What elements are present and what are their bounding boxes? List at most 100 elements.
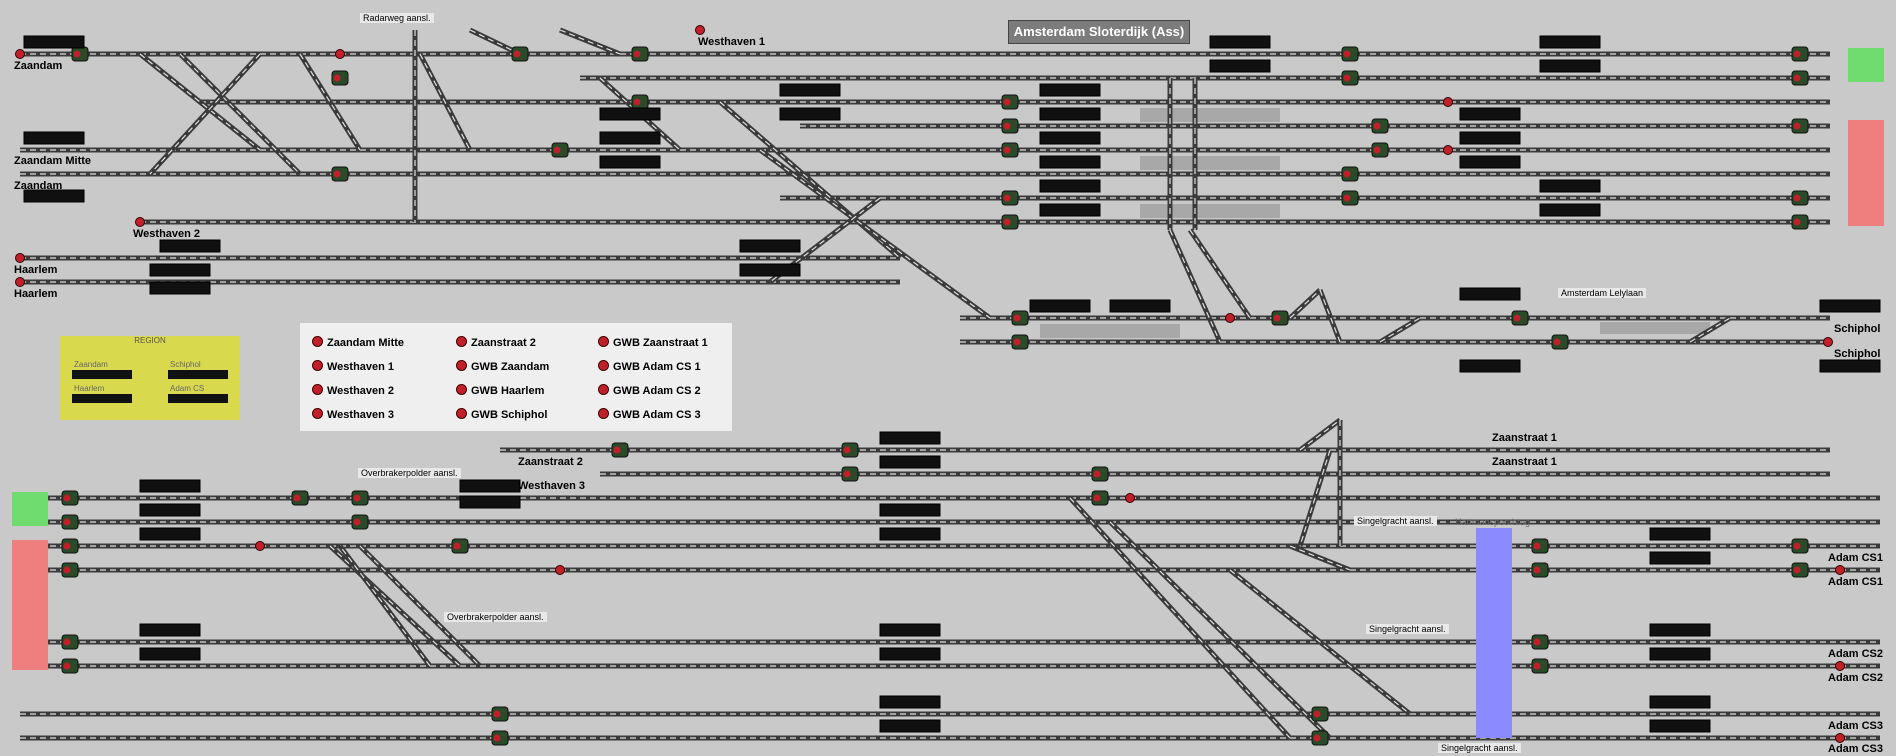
train-number-box[interactable] xyxy=(1109,299,1171,313)
train-number-box[interactable] xyxy=(459,479,521,493)
signal-icon[interactable] xyxy=(1003,218,1011,226)
train-number-box[interactable] xyxy=(1459,287,1521,301)
signal-icon[interactable] xyxy=(1533,662,1541,670)
legend-item[interactable]: GWB Adam CS 3 xyxy=(598,408,701,421)
train-number-box[interactable] xyxy=(1649,719,1711,733)
train-number-box[interactable] xyxy=(1039,107,1101,121)
signal-icon[interactable] xyxy=(1313,734,1321,742)
signal-icon[interactable] xyxy=(1013,314,1021,322)
train-number-box[interactable] xyxy=(879,503,941,517)
train-number-box[interactable] xyxy=(879,695,941,709)
train-number-box[interactable] xyxy=(779,107,841,121)
signal-icon[interactable] xyxy=(513,50,521,58)
train-number-box[interactable] xyxy=(779,83,841,97)
signal-icon[interactable] xyxy=(1793,74,1801,82)
train-number-box[interactable] xyxy=(1459,359,1521,373)
legend-item[interactable]: GWB Adam CS 2 xyxy=(598,384,701,397)
legend-item[interactable]: GWB Adam CS 1 xyxy=(598,360,701,373)
signal-icon[interactable] xyxy=(1835,565,1845,575)
train-number-box[interactable] xyxy=(139,527,201,541)
signal-icon[interactable] xyxy=(843,446,851,454)
train-number-box[interactable] xyxy=(139,479,201,493)
signal-icon[interactable] xyxy=(63,662,71,670)
train-number-box[interactable] xyxy=(1539,59,1601,73)
signal-icon[interactable] xyxy=(1533,566,1541,574)
signal-icon[interactable] xyxy=(493,734,501,742)
train-number-box[interactable] xyxy=(599,131,661,145)
signal-icon[interactable] xyxy=(63,638,71,646)
train-number-box[interactable] xyxy=(23,35,85,49)
train-number-box[interactable] xyxy=(1029,299,1091,313)
train-number-box[interactable] xyxy=(879,455,941,469)
legend-item[interactable]: GWB Zaanstraat 1 xyxy=(598,336,708,349)
signal-icon[interactable] xyxy=(1093,494,1101,502)
legend-item[interactable]: Westhaven 3 xyxy=(312,408,394,421)
signal-icon[interactable] xyxy=(1835,661,1845,671)
train-number-box[interactable] xyxy=(879,719,941,733)
legend-item[interactable]: Westhaven 2 xyxy=(312,384,394,397)
train-number-box[interactable] xyxy=(149,281,211,295)
signal-icon[interactable] xyxy=(1003,122,1011,130)
train-number-box[interactable] xyxy=(879,527,941,541)
train-number-box[interactable] xyxy=(139,503,201,517)
signal-icon[interactable] xyxy=(633,50,641,58)
signal-icon[interactable] xyxy=(1793,122,1801,130)
signal-icon[interactable] xyxy=(1793,542,1801,550)
signal-icon[interactable] xyxy=(353,494,361,502)
signal-icon[interactable] xyxy=(633,98,641,106)
train-number-box[interactable] xyxy=(1459,131,1521,145)
signal-icon[interactable] xyxy=(1793,218,1801,226)
train-number-box[interactable] xyxy=(1209,59,1271,73)
train-number-box[interactable] xyxy=(1649,695,1711,709)
train-number-box[interactable] xyxy=(1039,179,1101,193)
signal-icon[interactable] xyxy=(453,542,461,550)
signal-icon[interactable] xyxy=(1533,638,1541,646)
region-item-bar[interactable] xyxy=(168,370,228,379)
signal-icon[interactable] xyxy=(1373,146,1381,154)
train-number-box[interactable] xyxy=(1539,179,1601,193)
train-number-box[interactable] xyxy=(1209,35,1271,49)
signal-icon[interactable] xyxy=(1013,338,1021,346)
signal-icon[interactable] xyxy=(255,541,265,551)
train-number-box[interactable] xyxy=(1649,527,1711,541)
signal-icon[interactable] xyxy=(135,217,145,227)
region-item-bar[interactable] xyxy=(168,394,228,403)
train-number-box[interactable] xyxy=(1539,35,1601,49)
legend-item[interactable]: Zaandam Mitte xyxy=(312,336,404,349)
train-number-box[interactable] xyxy=(1649,647,1711,661)
signal-icon[interactable] xyxy=(1273,314,1281,322)
signal-icon[interactable] xyxy=(1343,50,1351,58)
signal-icon[interactable] xyxy=(1823,337,1833,347)
train-number-box[interactable] xyxy=(159,239,221,253)
train-number-box[interactable] xyxy=(1539,203,1601,217)
signal-icon[interactable] xyxy=(1373,122,1381,130)
signal-icon[interactable] xyxy=(493,710,501,718)
signal-icon[interactable] xyxy=(1443,145,1453,155)
signal-icon[interactable] xyxy=(63,518,71,526)
signal-icon[interactable] xyxy=(1093,470,1101,478)
train-number-box[interactable] xyxy=(599,155,661,169)
signal-icon[interactable] xyxy=(843,470,851,478)
signal-icon[interactable] xyxy=(1125,493,1135,503)
train-number-box[interactable] xyxy=(1459,155,1521,169)
signal-icon[interactable] xyxy=(15,253,25,263)
legend-item[interactable]: Zaanstraat 2 xyxy=(456,336,536,349)
signal-icon[interactable] xyxy=(1533,542,1541,550)
signal-icon[interactable] xyxy=(63,542,71,550)
signal-icon[interactable] xyxy=(63,494,71,502)
signal-icon[interactable] xyxy=(1513,314,1521,322)
signal-icon[interactable] xyxy=(1225,313,1235,323)
train-number-box[interactable] xyxy=(739,263,801,277)
train-number-box[interactable] xyxy=(599,107,661,121)
signal-icon[interactable] xyxy=(555,565,565,575)
train-number-box[interactable] xyxy=(879,431,941,445)
signal-icon[interactable] xyxy=(1343,194,1351,202)
signal-icon[interactable] xyxy=(1003,194,1011,202)
train-number-box[interactable] xyxy=(139,623,201,637)
train-number-box[interactable] xyxy=(1819,299,1881,313)
signal-icon[interactable] xyxy=(1003,98,1011,106)
signal-icon[interactable] xyxy=(553,146,561,154)
train-number-box[interactable] xyxy=(23,189,85,203)
signal-icon[interactable] xyxy=(613,446,621,454)
signal-icon[interactable] xyxy=(335,49,345,59)
